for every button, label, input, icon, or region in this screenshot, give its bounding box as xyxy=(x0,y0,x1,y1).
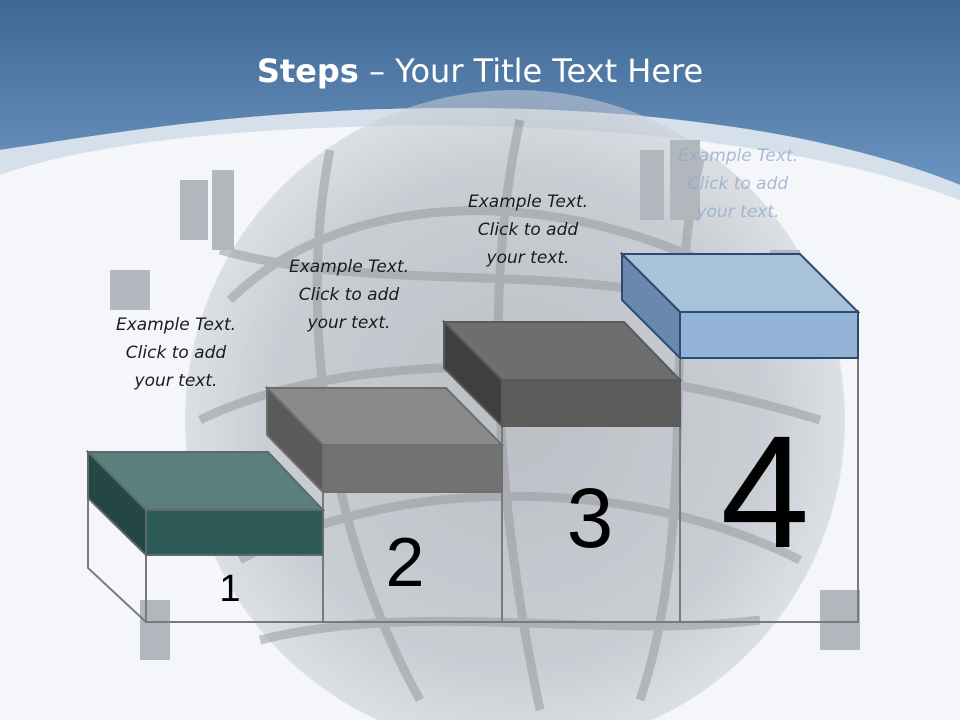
step-caption-3[interactable]: Example Text. Click to add your text. xyxy=(438,188,618,272)
step-number-4: 4 xyxy=(720,402,810,581)
caption-line: Example Text. xyxy=(467,192,589,212)
step-block-4 xyxy=(619,251,861,361)
caption-line: your text. xyxy=(307,313,391,333)
caption-line: Example Text. xyxy=(288,257,410,277)
caption-line: your text. xyxy=(134,371,218,391)
step-block-1 xyxy=(85,449,326,558)
header-swoosh xyxy=(0,107,960,200)
step-number-1: 1 xyxy=(219,568,241,610)
step-block-3 xyxy=(441,319,683,429)
step-caption-4[interactable]: Example Text. Click to add your text. xyxy=(648,142,828,226)
step-number-2: 2 xyxy=(385,523,425,601)
caption-line: Click to add xyxy=(298,285,400,305)
caption-line: Click to add xyxy=(477,220,579,240)
caption-line: Click to add xyxy=(687,174,789,194)
caption-line: Example Text. xyxy=(115,315,237,335)
step-block-2 xyxy=(264,385,505,495)
slide-title[interactable]: Steps – Your Title Text Here xyxy=(0,52,960,90)
step-number-3: 3 xyxy=(566,471,614,565)
step-caption-2[interactable]: Example Text. Click to add your text. xyxy=(259,253,439,337)
title-rest: – Your Title Text Here xyxy=(358,52,704,90)
caption-line: Example Text. xyxy=(677,146,799,166)
caption-line: your text. xyxy=(486,248,570,268)
caption-line: your text. xyxy=(696,202,780,222)
caption-line: Click to add xyxy=(125,343,227,363)
title-bold: Steps xyxy=(256,52,359,90)
step-caption-1[interactable]: Example Text. Click to add your text. xyxy=(86,311,266,395)
